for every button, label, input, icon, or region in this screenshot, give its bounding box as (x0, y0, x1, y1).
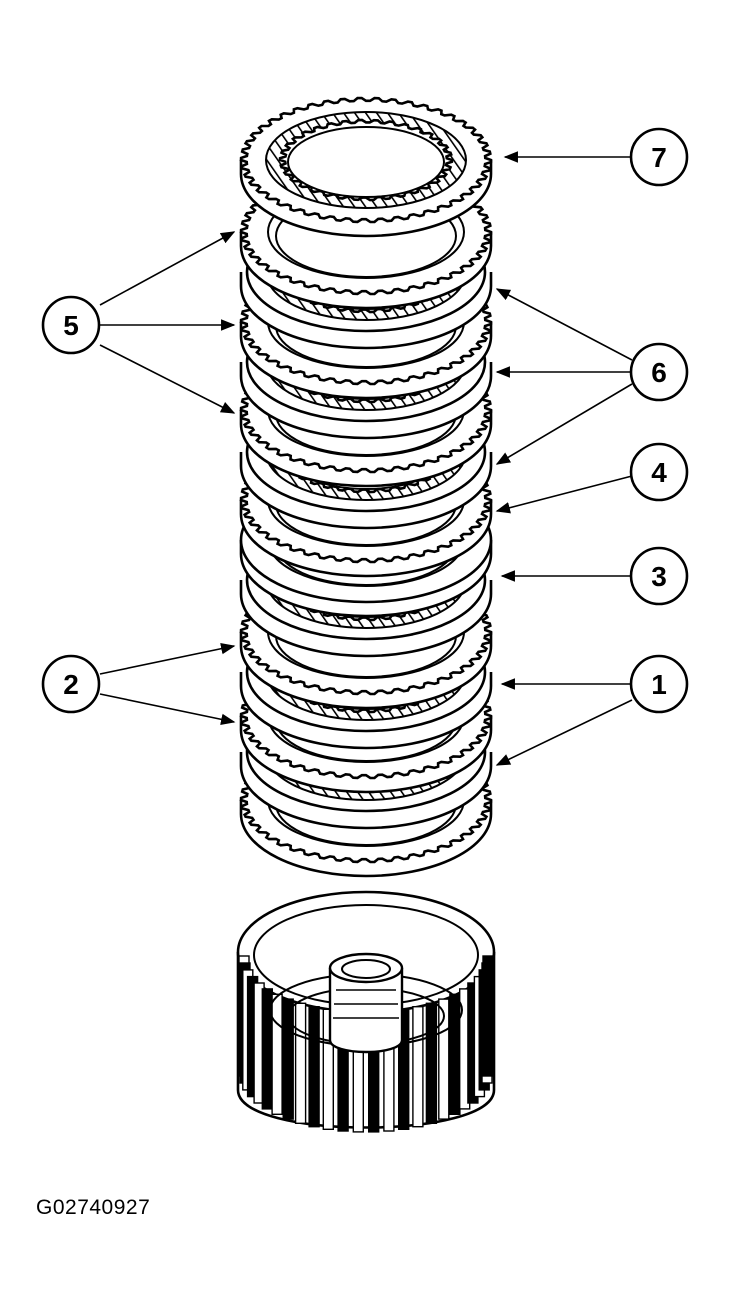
callouts: 7 5 6 4 3 2 1 (41, 127, 689, 714)
callout-4-label: 4 (651, 457, 667, 488)
clutch-plate-stack (239, 96, 493, 878)
drum-spline (271, 993, 283, 1115)
callout-1-label: 1 (651, 669, 667, 700)
leader-5c (99, 344, 236, 414)
drum-spline (449, 993, 461, 1115)
callout-5: 5 (41, 295, 101, 355)
clutch-drum (236, 890, 496, 1133)
leader-6a (495, 288, 633, 361)
leader-2b (99, 693, 236, 725)
drum-hub (328, 968, 404, 1054)
drum-spline (425, 1002, 438, 1124)
drum-spline (322, 1008, 334, 1130)
callout-2: 2 (41, 654, 101, 714)
drum-spline (398, 1008, 410, 1130)
leader-6c (495, 383, 633, 465)
callout-1: 1 (629, 654, 689, 714)
leader-1b (495, 699, 633, 766)
callout-2-label: 2 (63, 669, 79, 700)
drum-splines (238, 955, 494, 1133)
callout-6-label: 6 (651, 357, 667, 388)
figure-id: G02740927 (36, 1196, 151, 1219)
drum-spline (412, 1006, 424, 1128)
drum-spline (294, 1002, 307, 1124)
callout-7: 7 (629, 127, 689, 187)
callout-3: 3 (629, 546, 689, 606)
drum-spline (308, 1006, 320, 1128)
leader-4 (495, 475, 633, 514)
leader-5a (99, 231, 236, 306)
callout-7-label: 7 (651, 142, 667, 173)
callout-3-label: 3 (651, 561, 667, 592)
callout-6: 6 (629, 342, 689, 402)
leader-2a (99, 643, 236, 675)
leader-lines (99, 151, 633, 766)
clutch-plate (239, 96, 493, 238)
drum-spline (482, 955, 494, 1077)
callout-4: 4 (629, 442, 689, 502)
drum-spline (438, 998, 450, 1120)
callout-5-label: 5 (63, 310, 79, 341)
drum-hub-bore (341, 959, 391, 979)
drum-spline (282, 998, 294, 1120)
